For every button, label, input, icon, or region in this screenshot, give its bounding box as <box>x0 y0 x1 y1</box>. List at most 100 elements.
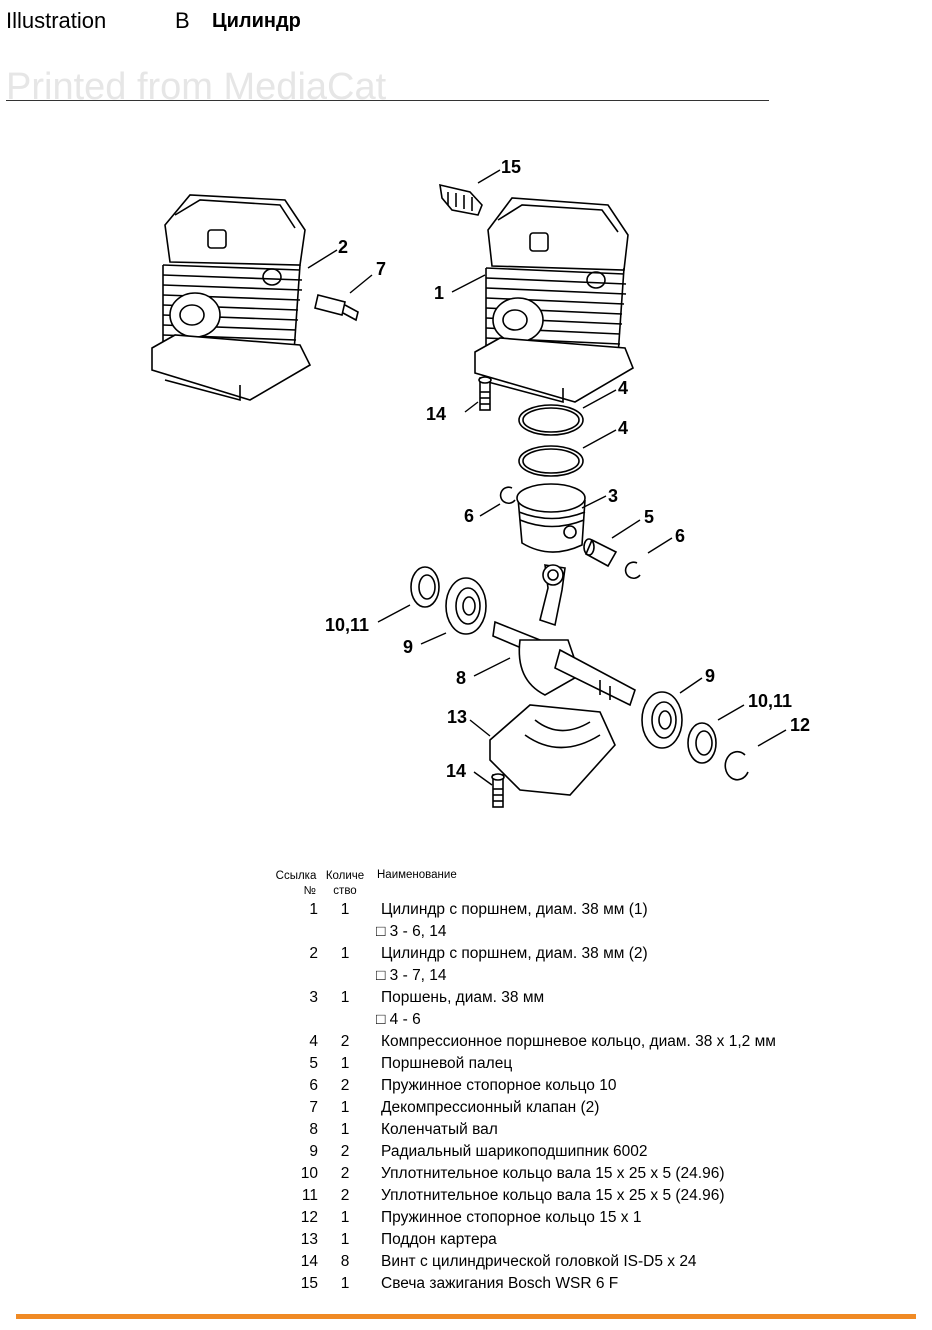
decomp-valve-drawing <box>314 294 359 322</box>
callout-9-right: 9 <box>705 666 715 686</box>
row-ref: 3 <box>309 989 318 1006</box>
table-row: 5 1 Поршневой палец <box>0 1055 932 1077</box>
cylinder-left-drawing <box>151 194 312 402</box>
row-qty: 1 <box>340 1055 350 1072</box>
row-desc: Винт с цилиндрической головкой IS-D5 x 2… <box>381 1253 697 1270</box>
callout-6-right: 6 <box>675 526 685 546</box>
row-qty: 1 <box>340 989 350 1006</box>
table-row: 2 1 Цилиндр с поршнем, диам. 38 мм (2) <box>0 945 932 967</box>
row-desc: □ 4 - 6 <box>376 1011 421 1028</box>
row-ref: 11 <box>301 1187 318 1204</box>
piston-drawing <box>516 483 586 553</box>
row-desc: □ 3 - 7, 14 <box>376 967 447 984</box>
row-qty: 8 <box>340 1253 350 1270</box>
row-desc: Поддон картера <box>381 1231 497 1248</box>
row-ref: 6 <box>309 1077 318 1094</box>
callout-5: 5 <box>644 507 654 527</box>
row-desc: Свеча зажигания Bosch WSR 6 F <box>381 1275 619 1292</box>
callout-1: 1 <box>434 283 444 303</box>
circlip-left-drawing <box>499 486 516 505</box>
col-header-qty: Количе ство <box>322 869 368 899</box>
footer-accent-line <box>16 1314 916 1319</box>
row-desc: Уплотнительное кольцо вала 15 x 25 x 5 (… <box>381 1165 725 1182</box>
col-header-name: Наименование <box>377 869 457 881</box>
callout-12: 12 <box>790 715 810 735</box>
row-ref: 7 <box>309 1099 318 1116</box>
table-row: 14 8 Винт с цилиндрической головкой IS-D5 … <box>0 1253 932 1275</box>
row-qty: 1 <box>340 1099 350 1116</box>
callout-3: 3 <box>608 486 618 506</box>
row-ref: 8 <box>309 1121 318 1138</box>
row-desc: Пружинное стопорное кольцо 15 x 1 <box>381 1209 642 1226</box>
row-qty: 1 <box>340 945 350 962</box>
row-desc: Цилиндр с поршнем, диам. 38 мм (2) <box>381 945 648 962</box>
piston-ring-lower-drawing <box>518 445 584 477</box>
callout-8: 8 <box>456 668 466 688</box>
row-ref: 2 <box>309 945 318 962</box>
callout-4-upper: 4 <box>618 378 628 398</box>
row-ref: 13 <box>300 1231 318 1248</box>
callout-13: 13 <box>447 707 467 727</box>
row-ref: 15 <box>300 1275 318 1292</box>
exploded-parts-diagram: 15 2 7 1 4 4 14 3 6 5 6 10,11 9 8 9 10,1… <box>151 157 810 808</box>
row-desc: Компрессионное поршневое кольцо, диам. 3… <box>381 1033 776 1050</box>
crankcase-pan-drawing <box>489 704 616 796</box>
bearing-left-drawing <box>445 577 487 635</box>
screw-upper-drawing <box>478 376 492 411</box>
callout-6-left: 6 <box>464 506 474 526</box>
callout-9-left: 9 <box>403 637 413 657</box>
row-ref: 10 <box>300 1165 318 1182</box>
row-qty: 2 <box>340 1033 350 1050</box>
table-row: □ 3 - 7, 14 <box>0 967 932 989</box>
row-qty: 1 <box>340 901 350 918</box>
spark-plug-drawing <box>439 183 483 216</box>
row-desc: Поршневой палец <box>381 1055 513 1072</box>
col-header-ref-line1: Ссылка <box>275 870 317 882</box>
row-ref: 14 <box>300 1253 318 1270</box>
seal-right-drawing <box>687 722 717 764</box>
col-header-qty-line1: Количе <box>325 870 365 882</box>
row-qty: 1 <box>340 1209 350 1226</box>
callout-10-11-left: 10,11 <box>325 615 369 635</box>
row-qty: 1 <box>340 1275 350 1292</box>
crankshaft-drawing <box>492 564 636 707</box>
piston-ring-upper-drawing <box>518 404 584 436</box>
callout-2: 2 <box>338 237 348 257</box>
circlip-right-drawing <box>624 561 641 580</box>
callout-14-lower: 14 <box>446 761 466 781</box>
cylinder-right-drawing <box>474 197 634 404</box>
col-header-ref-line2: № <box>303 885 316 897</box>
row-ref: 12 <box>300 1209 318 1226</box>
circlip-end-drawing <box>724 750 749 781</box>
row-desc: □ 3 - 6, 14 <box>376 923 447 940</box>
watermark: Printed from MediaCat <box>6 66 387 108</box>
bearing-right-drawing <box>641 691 683 749</box>
row-ref: 1 <box>309 901 318 918</box>
row-qty: 1 <box>340 1121 350 1138</box>
table-row: 4 2 Компрессионное поршневое кольцо, диам.… <box>0 1033 932 1055</box>
row-desc: Цилиндр с поршнем, диам. 38 мм (1) <box>381 901 648 918</box>
col-header-ref: Ссылка № <box>272 869 320 899</box>
leader-lines <box>307 169 787 786</box>
row-ref: 5 <box>309 1055 318 1072</box>
piston-pin-drawing <box>583 538 618 568</box>
callout-15: 15 <box>501 157 521 177</box>
row-qty: 2 <box>340 1187 350 1204</box>
table-row: 1 1 Цилиндр с поршнем, диам. 38 мм (1) <box>0 901 932 923</box>
header-rule <box>6 100 769 101</box>
row-qty: 2 <box>340 1143 350 1160</box>
callout-7: 7 <box>376 259 386 279</box>
callout-10-11-right: 10,11 <box>748 691 792 711</box>
seal-left-drawing <box>410 566 440 608</box>
row-ref: 4 <box>309 1033 318 1050</box>
row-desc: Радиальный шарикоподшипник 6002 <box>381 1143 648 1160</box>
table-row: 12 1 Пружинное стопорное кольцо 15 x 1 <box>0 1209 932 1231</box>
row-desc: Коленчатый вал <box>381 1121 498 1138</box>
table-row: □ 3 - 6, 14 <box>0 923 932 945</box>
